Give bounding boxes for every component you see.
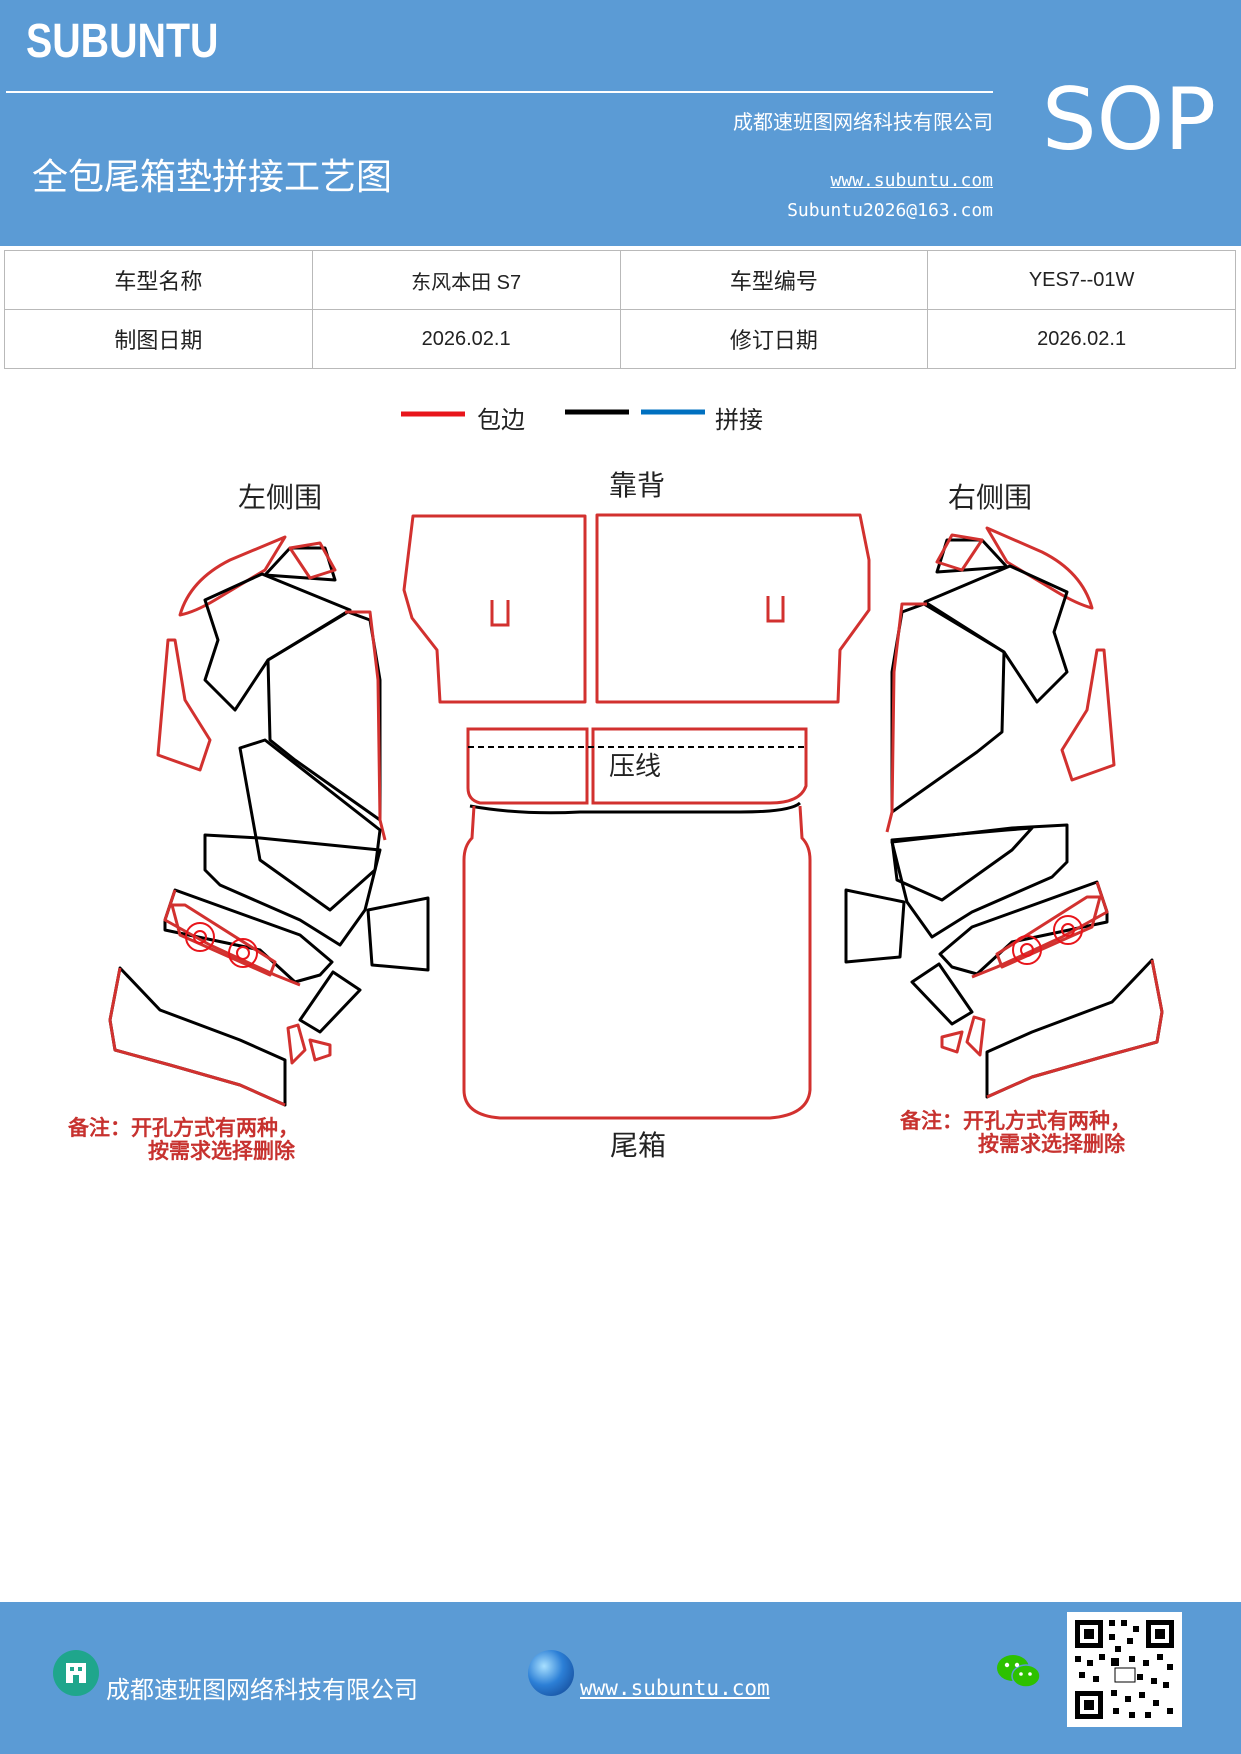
- value-revise-date: 2026.02.1: [927, 309, 1236, 369]
- brand-logo: SUBUNTU: [26, 15, 219, 68]
- backrest-right-slot: [766, 596, 785, 623]
- footer-company: 成都速班图网络科技有限公司: [106, 1676, 418, 1704]
- right-hole-flowers: [1012, 915, 1083, 965]
- backrest-right-panel: [595, 513, 871, 704]
- footer-website-link[interactable]: www.subuntu.com: [580, 1676, 770, 1700]
- table-row: 车型名称 东风本田 S7 车型编号 YES7--01W: [4, 250, 1236, 310]
- header-divider: [6, 91, 993, 93]
- label-revise-date: 修订日期: [619, 309, 929, 369]
- pressline-left-panel: [466, 727, 589, 805]
- building-icon: [53, 1650, 99, 1696]
- backrest-label: 靠背: [609, 469, 665, 502]
- backrest-left-slot: [490, 600, 510, 627]
- left-note-line2: 按需求选择删除: [148, 1139, 296, 1163]
- wechat-icon[interactable]: [996, 1652, 1042, 1696]
- pressline-label: 压线: [609, 752, 661, 782]
- trunk-label: 尾箱: [610, 1129, 666, 1162]
- header-email: Subuntu2026@163.com: [787, 200, 993, 221]
- right-side-label: 右侧围: [948, 481, 1032, 514]
- label-draw-date: 制图日期: [4, 309, 313, 369]
- pressline-right-panel: [591, 727, 808, 805]
- left-side-panels: [108, 535, 430, 1107]
- trunk-floor-outline: [462, 805, 812, 1120]
- legend-join-label: 拼接: [715, 406, 763, 434]
- sop-badge: SOP: [1042, 70, 1217, 170]
- globe-icon: [528, 1650, 574, 1696]
- left-hole-flowers: [185, 922, 258, 968]
- label-model-code: 车型编号: [619, 250, 929, 310]
- table-row: 制图日期 2026.02.1 修订日期 2026.02.1: [4, 309, 1236, 369]
- left-side-label: 左侧围: [238, 481, 322, 514]
- vehicle-info-table: 车型名称 东风本田 S7 车型编号 YES7--01W 制图日期 2026.02…: [4, 250, 1236, 369]
- legend-edge-label: 包边: [477, 406, 525, 434]
- header-banner: [0, 0, 1241, 246]
- value-model-name: 东风本田 S7: [311, 250, 621, 310]
- header-website-link[interactable]: www.subuntu.com: [830, 170, 993, 191]
- value-model-code: YES7--01W: [927, 250, 1236, 310]
- right-note-line1: 备注：开孔方式有两种，: [899, 1109, 1131, 1133]
- document-title: 全包尾箱垫拼接工艺图: [32, 157, 393, 198]
- right-note-line2: 按需求选择删除: [978, 1132, 1126, 1156]
- qr-code: [1067, 1612, 1182, 1727]
- header-company: 成都速班图网络科技有限公司: [733, 110, 993, 134]
- value-draw-date: 2026.02.1: [311, 309, 621, 369]
- backrest-left-panel: [402, 514, 587, 704]
- trunk-seam-line: [469, 801, 802, 815]
- label-model-name: 车型名称: [4, 250, 313, 310]
- left-note-line1: 备注：开孔方式有两种，: [67, 1116, 299, 1140]
- trunk-mat-diagram: 包边 拼接 左侧围 靠背 右侧围 压线 尾箱: [67, 406, 1164, 1163]
- right-side-panels: [844, 526, 1164, 1099]
